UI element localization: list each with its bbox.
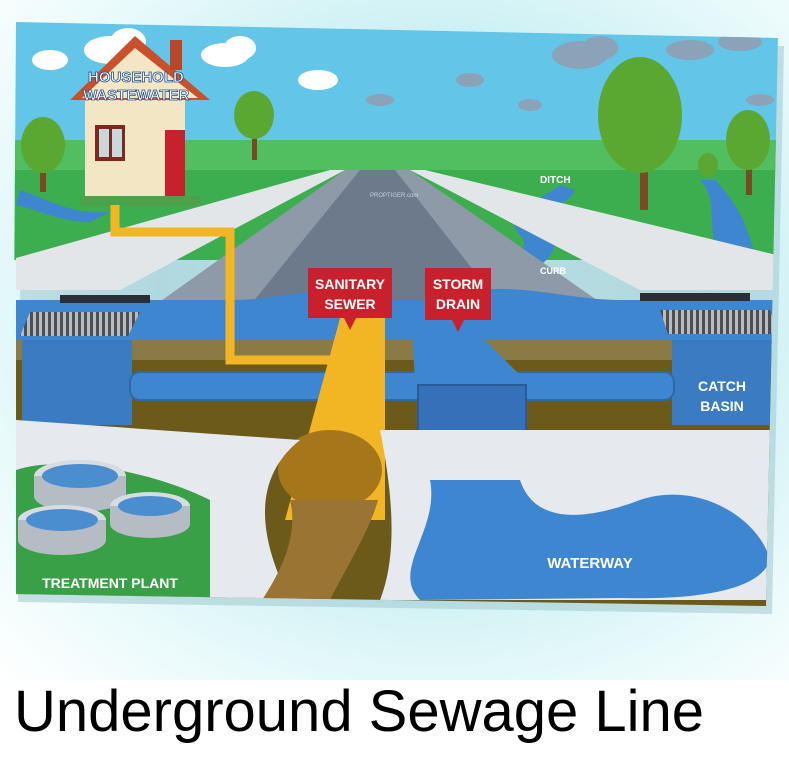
surface-water	[16, 288, 778, 340]
sewer-pipe-opening	[278, 430, 382, 510]
treatment-plant-label: TREATMENT PLANT	[42, 575, 178, 591]
storm-drain-label-line2: DRAIN	[436, 296, 480, 312]
diagram-panel	[12, 22, 778, 606]
sidewalk-right	[410, 170, 778, 290]
grate-right	[660, 310, 778, 334]
catch-basin-label-line2: BASIN	[700, 398, 744, 414]
ditch-label: DITCH	[540, 175, 571, 186]
curb-inlet-left	[60, 295, 150, 303]
storm-drain-tag: STORM DRAIN	[425, 268, 491, 332]
left-stream	[16, 190, 110, 222]
sewage-flow	[262, 500, 378, 600]
sanitary-sewer-tag: SANITARY SEWER	[308, 268, 392, 330]
catch-basin-right	[672, 340, 772, 425]
soil-top	[16, 340, 778, 360]
sanitary-sewer-label-line1: SANITARY	[315, 276, 386, 292]
sewage-diagram: HOUSEHOLD WASTEWATER DITCH CURB PROPTIGE…	[12, 22, 784, 614]
page-caption: Underground Sewage Line	[14, 679, 705, 744]
storm-drain-label-line1: STORM	[433, 276, 483, 292]
grate-left	[20, 312, 140, 336]
household-label-line1: HOUSEHOLD	[88, 69, 184, 86]
catch-basin-label-line1: CATCH	[698, 378, 746, 394]
house	[70, 36, 210, 206]
trees	[21, 57, 770, 210]
curb-inlet-right	[640, 293, 750, 301]
dark-clouds	[366, 33, 774, 111]
storm-pipe-horizontal	[129, 371, 675, 401]
household-label: HOUSEHOLD WASTEWATER	[83, 69, 190, 105]
service-pipe	[110, 205, 330, 365]
curb-label: CURB	[540, 266, 566, 276]
clouds	[32, 28, 338, 90]
sanitary-sewer-label-line2: SEWER	[324, 296, 375, 312]
household-label-line2: WASTEWATER	[83, 87, 190, 104]
treatment-tanks	[18, 460, 190, 555]
catch-basin-left	[22, 340, 132, 425]
waterway-label: WATERWAY	[547, 555, 633, 572]
waterway	[410, 480, 770, 600]
watermark: PROPTIGER.com	[370, 193, 418, 199]
